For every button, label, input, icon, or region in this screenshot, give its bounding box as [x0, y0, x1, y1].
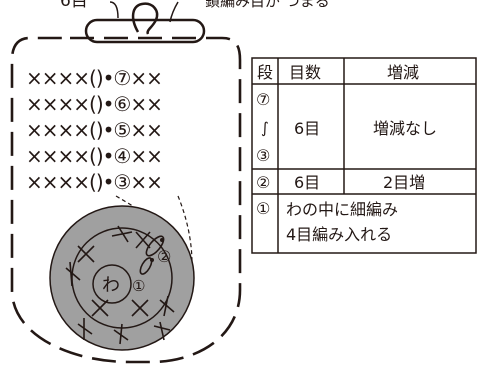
ring-label-2: ② [157, 247, 171, 266]
table-frame [251, 57, 477, 254]
table-change-7-3: 増減なし [373, 119, 437, 138]
table-header-row: 段 [257, 63, 273, 82]
label-chain-tight: 鎖編み目が つまる [205, 0, 330, 10]
chain-dot-1 [160, 238, 164, 242]
table-change-2: 2目増 [383, 173, 425, 192]
pouch-outline [10, 36, 242, 364]
table-header-change: 増減 [387, 63, 419, 82]
table-stitches-7-3: 6目 [294, 119, 320, 138]
round-stitch-marks [65, 225, 175, 345]
table-description-1a: わの中に細編み [286, 200, 398, 219]
table-rowlabel-7: ⑦ [256, 90, 270, 109]
stitch-table: 段 目数 増減 ⑦ ∫ ③ 6目 増減なし ② 6目 2目増 ① わの中に細編み… [251, 57, 477, 254]
stitch-rows: ××××()•⑦×× ××××()•⑥×× ××××()•⑤×× ××××()•… [26, 66, 163, 194]
table-rowlabel-2: ② [256, 173, 270, 192]
ring-label-1: ① [132, 277, 145, 295]
hanger-loop-thread [131, 2, 159, 35]
stitch-row-3: ××××()•③×× [26, 170, 162, 194]
inner-ring [92, 264, 132, 304]
table-header-stitches: 目数 [289, 63, 321, 82]
pointer-left [109, 1, 119, 19]
stitch-row-5: ××××()•⑤×× [26, 118, 162, 142]
table-description-1b: 4目編み入れる [286, 225, 392, 244]
table-rowlabel-3: ③ [256, 146, 270, 165]
center-ring-label: わ [102, 275, 120, 296]
chain-dot-2 [150, 258, 154, 262]
stitch-row-4: ××××()•④×× [26, 144, 162, 168]
hanger-loop [84, 18, 206, 44]
label-6me: 6目 [60, 0, 88, 11]
guide-line-right [175, 195, 193, 323]
table-rowlabel-1: ① [256, 199, 270, 218]
table-stitches-2: 6目 [294, 173, 320, 192]
stitch-row-6: ××××()•⑥×× [26, 92, 162, 116]
stitch-row-7: ××××()•⑦×× [26, 66, 162, 90]
table-rowlabel-range: ∫ [261, 119, 269, 137]
